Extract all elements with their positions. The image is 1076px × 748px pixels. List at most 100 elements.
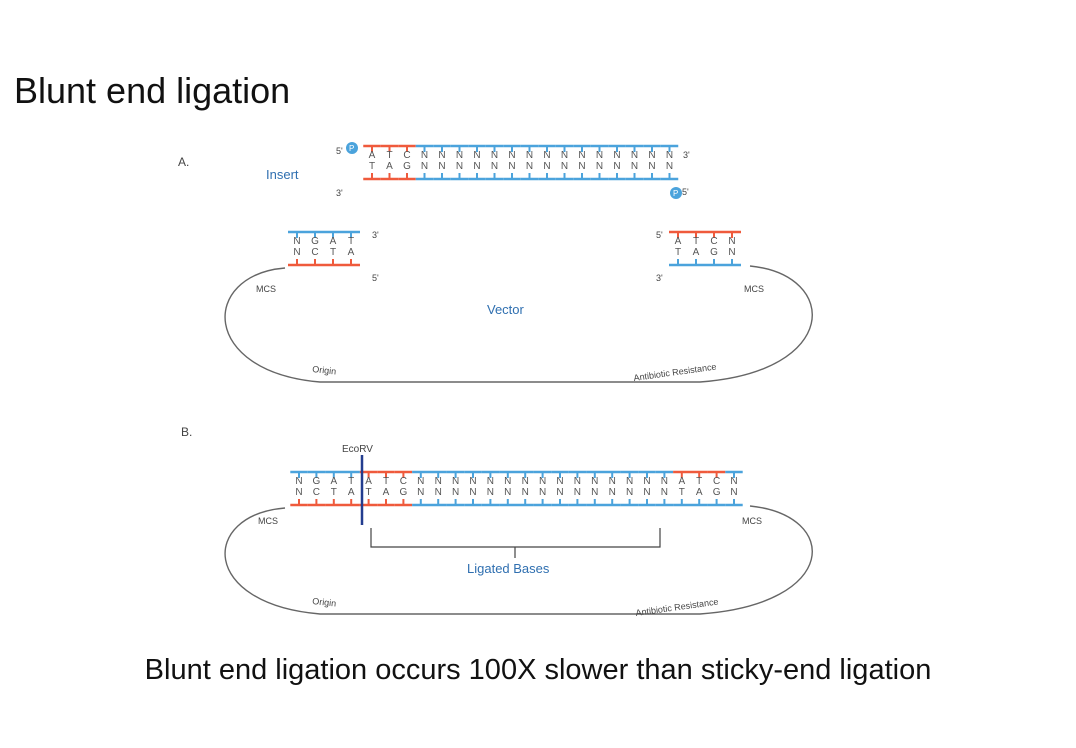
product-bottom-base: N — [487, 487, 494, 498]
insert-bottom-base: N — [491, 161, 498, 172]
product-bottom-base: T — [331, 487, 337, 498]
mcs-right-b: MCS — [742, 516, 762, 526]
right-end-top-base: T — [693, 236, 699, 247]
product-bottom-base: N — [504, 487, 511, 498]
insert-bottom-base: N — [613, 161, 620, 172]
phosphate-icon — [346, 142, 358, 154]
resistance-b: Antibiotic Resistance — [635, 596, 719, 618]
product-top-base: N — [504, 476, 511, 487]
product-top-base: N — [574, 476, 581, 487]
panel-b-label: B. — [181, 425, 192, 439]
product-bottom-base: A — [383, 487, 390, 498]
product-top-base: N — [730, 476, 737, 487]
insert-top-prime-left: 5' — [336, 146, 343, 156]
insert-label: Insert — [266, 167, 299, 182]
insert-top-base: N — [421, 150, 428, 161]
right-end-top-base: N — [728, 236, 735, 247]
phosphate-right-label: P — [673, 189, 678, 198]
insert-bottom-prime-right: 5' — [682, 187, 689, 197]
insert-top-base: N — [578, 150, 585, 161]
insert-bottom-base: N — [543, 161, 550, 172]
product-top-base: N — [609, 476, 616, 487]
insert-top-base: N — [561, 150, 568, 161]
insert-top-base: N — [613, 150, 620, 161]
ligated-bases-label: Ligated Bases — [467, 561, 550, 576]
product-bottom-base: C — [313, 487, 320, 498]
insert-bottom-base: N — [456, 161, 463, 172]
ecorv-label: EcoRV — [342, 444, 373, 455]
insert-bottom-base: G — [403, 161, 411, 172]
insert-bottom-base: N — [508, 161, 515, 172]
right-end-bottom-base: T — [675, 247, 681, 258]
insert-bottom-base: N — [438, 161, 445, 172]
product-bottom-base: N — [522, 487, 529, 498]
insert-top-base: N — [508, 150, 515, 161]
insert-top-base: A — [369, 150, 376, 161]
product-top-base: N — [295, 476, 302, 487]
product-top-base: N — [643, 476, 650, 487]
product-top-base: A — [365, 476, 372, 487]
insert-top-base: N — [543, 150, 550, 161]
right-end-bottom-base: A — [693, 247, 700, 258]
product-bottom-base: N — [574, 487, 581, 498]
product-top-base: N — [556, 476, 563, 487]
product-top-base: G — [313, 476, 321, 487]
left-end-bottom-base: T — [330, 247, 336, 258]
right-end-bottom-base: G — [710, 247, 718, 258]
product-top-base: N — [522, 476, 529, 487]
product-top-base: N — [626, 476, 633, 487]
vector-circle-b — [224, 505, 813, 615]
product-top-base: N — [591, 476, 598, 487]
insert-bottom-base: N — [666, 161, 673, 172]
left-end-top-base: N — [293, 236, 300, 247]
product-top-base: N — [539, 476, 546, 487]
product-bottom-base: N — [452, 487, 459, 498]
insert-bottom-base: N — [473, 161, 480, 172]
product-bottom-base: N — [417, 487, 424, 498]
product-bottom-base: N — [469, 487, 476, 498]
insert-top-base: T — [386, 150, 392, 161]
product-bottom-base: N — [591, 487, 598, 498]
product-bottom-base: A — [348, 487, 355, 498]
mcs-right-a: MCS — [744, 284, 764, 294]
left-end-bottom-base: A — [348, 247, 355, 258]
insert-top-base: N — [631, 150, 638, 161]
product-top-base: C — [713, 476, 720, 487]
phosphate-icon — [670, 187, 682, 199]
product-bottom-base: N — [556, 487, 563, 498]
insert-top-base: N — [596, 150, 603, 161]
insert-top-base: N — [666, 150, 673, 161]
left-end-top-base: G — [311, 236, 319, 247]
product-top-base: C — [400, 476, 407, 487]
insert-bottom-base: N — [596, 161, 603, 172]
insert-bottom-base: N — [561, 161, 568, 172]
product-top-base: T — [383, 476, 389, 487]
product-bottom-base: N — [539, 487, 546, 498]
right-end-top-base: A — [675, 236, 682, 247]
insert-top-base: N — [526, 150, 533, 161]
product-bottom-base: N — [609, 487, 616, 498]
left-end-top-base: T — [348, 236, 354, 247]
insert-top-base: C — [403, 150, 410, 161]
product-bottom-base: N — [626, 487, 633, 498]
resistance-a: Antibiotic Resistance — [633, 361, 717, 383]
product-top-base: N — [417, 476, 424, 487]
product-bottom-base: G — [713, 487, 721, 498]
ligated-bracket — [370, 528, 661, 558]
insert-bottom-base: N — [526, 161, 533, 172]
product-top-base: A — [678, 476, 685, 487]
left-end-bottom-base: C — [311, 247, 318, 258]
insert-bottom-base: N — [631, 161, 638, 172]
product-bottom-base: N — [435, 487, 442, 498]
product-bottom-base: T — [679, 487, 685, 498]
vector-circle-a — [224, 265, 813, 383]
left-end-top-base: A — [330, 236, 337, 247]
origin-a: Origin — [312, 364, 337, 376]
product-bottom-base: G — [400, 487, 408, 498]
insert-top-prime-right: 3' — [683, 150, 690, 160]
mcs-left-a: MCS — [256, 284, 276, 294]
product-top-base: N — [487, 476, 494, 487]
product-top-base: T — [696, 476, 702, 487]
insert-top-base: N — [438, 150, 445, 161]
